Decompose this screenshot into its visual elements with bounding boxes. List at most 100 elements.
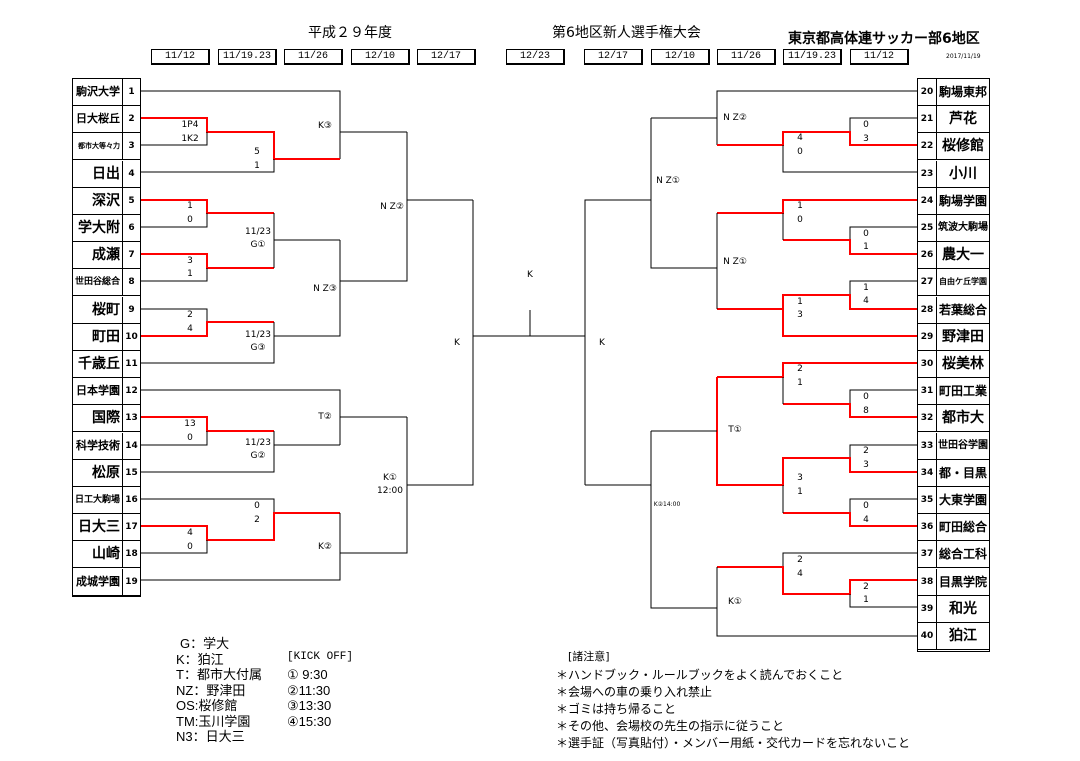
score-label: N Z② xyxy=(380,202,404,212)
team-name: 自由ケ丘学園 xyxy=(939,277,987,287)
bracket-line xyxy=(407,200,474,486)
date-box: 11/26 xyxy=(284,49,343,65)
team-name: 大東学園 xyxy=(938,493,987,507)
team-number: 11 xyxy=(125,359,138,369)
bracket-line xyxy=(140,308,208,322)
bracket-line xyxy=(140,431,208,446)
note-item: ＊その他、会場校の先生の指示に従うこと xyxy=(556,719,785,733)
winner-line xyxy=(717,294,918,310)
team-name: 桜町 xyxy=(73,296,123,323)
date-box: 12/17 xyxy=(584,49,643,65)
venue-item: NZ：野津田 xyxy=(176,682,246,698)
team-name: 小川 xyxy=(949,165,977,182)
score-label: 13 xyxy=(184,419,196,429)
team-number: 39 xyxy=(918,595,937,622)
score-label: K① xyxy=(383,473,397,483)
score-label: N Z② xyxy=(723,113,747,123)
team-number: 21 xyxy=(918,106,937,133)
score-label: 11/23 xyxy=(245,227,271,237)
score-label: 8 xyxy=(863,406,869,416)
winner-line xyxy=(716,377,918,486)
score-label: 2 xyxy=(797,364,803,374)
winner-line xyxy=(140,416,274,432)
bracket-line xyxy=(849,444,918,458)
winner-line xyxy=(140,199,274,214)
team-number: 32 xyxy=(918,405,937,432)
score-label: 2 xyxy=(187,310,193,320)
score-label: 1 xyxy=(797,297,803,307)
bracket-line xyxy=(340,417,408,554)
date-box: 12/10 xyxy=(351,49,410,65)
bracket-line xyxy=(140,132,208,146)
team-number: 6 xyxy=(128,223,135,233)
score-label: 3 xyxy=(797,473,803,483)
bracket-line xyxy=(584,199,651,485)
score-label: 1 xyxy=(863,283,869,293)
team-number: 8 xyxy=(128,277,135,288)
bracket-line xyxy=(650,118,717,269)
score-label: 4 xyxy=(187,528,193,538)
score-label: K xyxy=(454,338,460,348)
team-name: 都市大 xyxy=(942,410,984,427)
score-label: K② xyxy=(318,542,332,552)
team-name: 野津田 xyxy=(942,328,984,345)
team-number: 19 xyxy=(125,576,138,587)
score-label: 0 xyxy=(187,433,193,443)
winner-line xyxy=(717,362,918,378)
score-label: 0 xyxy=(863,501,869,511)
date-box: 12/17 xyxy=(417,49,476,65)
team-name: 日本学園 xyxy=(73,378,123,405)
bracket-line xyxy=(650,431,717,609)
venue-item: K：狛江 xyxy=(176,651,224,667)
team-number: 26 xyxy=(918,242,937,269)
score-label: 3 xyxy=(797,310,803,320)
team-name: 都市大等々力 xyxy=(73,133,123,160)
score-label: G① xyxy=(250,240,266,250)
score-label: 3 xyxy=(863,460,869,470)
team-name: 狛江 xyxy=(949,628,977,644)
team-number: 27 xyxy=(918,269,937,296)
team-number: 18 xyxy=(125,549,138,560)
team-number: 31 xyxy=(918,378,937,405)
bracket-line xyxy=(140,159,275,173)
winner-line xyxy=(717,199,918,214)
winner-line xyxy=(140,512,340,541)
bracket-line xyxy=(340,132,408,282)
score-label: 11/23 xyxy=(245,330,271,340)
bracket-line xyxy=(140,513,341,581)
team-name: 成城学園 xyxy=(73,568,123,595)
team-name: 駒場学園 xyxy=(938,193,987,208)
score-label: 0 xyxy=(187,215,193,225)
winner-line xyxy=(782,309,918,337)
score-label: 1 xyxy=(863,595,869,605)
bracket-line xyxy=(849,389,918,404)
team-name: 日出 xyxy=(73,160,123,187)
score-label: K③ xyxy=(318,121,332,131)
team-name: 日工大駒場 xyxy=(73,487,123,513)
team-name: 松原 xyxy=(73,459,123,486)
date-box: 11/19.23 xyxy=(783,49,842,65)
score-label: K xyxy=(599,338,605,348)
team-name: 成瀬 xyxy=(73,242,123,269)
